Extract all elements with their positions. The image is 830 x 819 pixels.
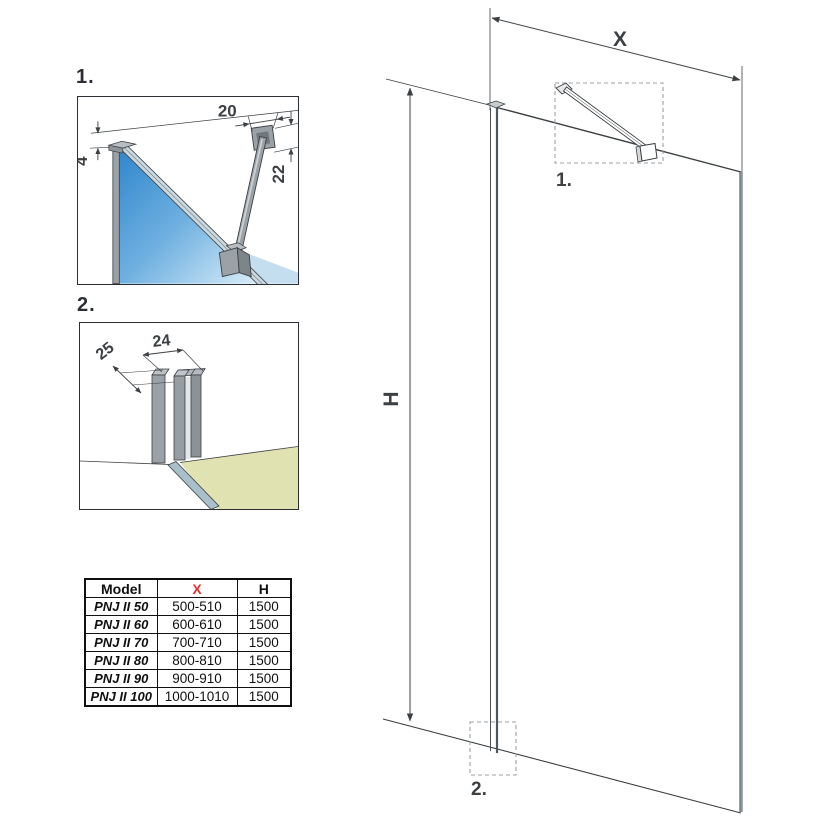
table-row: PNJ II 60 600-610 1500 <box>84 615 292 634</box>
cell-model: PNJ II 60 <box>84 615 158 634</box>
cell-x: 1000-1010 <box>156 687 238 707</box>
dim-24-ext-left <box>142 354 163 373</box>
cell-x: 900-910 <box>156 669 238 688</box>
profile-top-cap <box>486 100 506 109</box>
callout-1-label: 1. <box>556 170 572 191</box>
profile-b-right-plate <box>190 374 202 458</box>
header-model: Model <box>84 578 158 598</box>
detail-1-box: 4 20 22 <box>72 96 299 300</box>
detail-2-drawing: 24 25 <box>79 332 299 510</box>
dim-25-ref-bottom <box>131 381 175 386</box>
reference-line <box>90 110 299 134</box>
dim-22-ext-top <box>275 122 299 129</box>
cell-model: PNJ II 100 <box>84 687 158 707</box>
table-row: PNJ II 90 900-910 1500 <box>84 669 292 688</box>
x-dimension-label: X <box>613 28 627 51</box>
detail-1-drawing: 4 20 22 <box>72 101 299 300</box>
table-row: PNJ II 50 500-510 1500 <box>84 597 292 616</box>
table-row: PNJ II 70 700-710 1500 <box>84 633 292 652</box>
dim-22-text: 22 <box>269 165 288 184</box>
h-dimension-label: H <box>380 391 403 406</box>
dim-25-ref-top <box>119 369 164 374</box>
support-bar-wall-cap <box>555 82 573 95</box>
support-bar-inner-line <box>565 89 648 150</box>
dim-4-text: 4 <box>78 156 91 166</box>
callout-1-dashed-box <box>554 82 664 164</box>
dim-20-arrow-right <box>276 115 291 121</box>
glass-bracket <box>639 142 658 162</box>
cell-model: PNJ II 90 <box>84 669 158 688</box>
dim-22-ext-bottom <box>274 146 299 153</box>
table-row: PNJ II 100 1000-1010 1500 <box>84 687 292 707</box>
floor-edge-right <box>179 446 299 463</box>
glass-clamp-side <box>236 246 252 278</box>
glass-bottom-strip <box>167 461 220 510</box>
h-ext-line-top <box>385 78 498 108</box>
spec-table: Model X H PNJ II 50 500-510 1500 PNJ II … <box>84 578 292 707</box>
dim-25-line <box>112 365 142 394</box>
cell-h: 1500 <box>236 633 292 652</box>
detail-1-label: 1. <box>76 66 95 88</box>
callout-2-dashed-box <box>469 721 517 776</box>
detail-2-box: 24 25 <box>79 322 299 510</box>
wall-profile-cap-front <box>108 144 124 154</box>
dim-20-line <box>249 118 278 125</box>
glass-top-edge <box>496 106 742 173</box>
dim-20-arrow-left <box>235 122 250 128</box>
profile-b-left-plate <box>173 375 186 461</box>
dim-24-text: 24 <box>152 332 172 351</box>
cell-h: 1500 <box>236 669 292 688</box>
dim-24-ext-right <box>182 349 204 372</box>
cell-h: 1500 <box>236 687 292 707</box>
profile-b-slot <box>185 377 191 459</box>
dim-24-line <box>142 348 184 357</box>
x-dimension-line <box>491 16 741 82</box>
floor-line <box>382 718 742 814</box>
dim-20-ext-left <box>247 116 253 132</box>
support-bar-highlight <box>236 139 264 249</box>
dim-4-ext-line <box>89 146 110 149</box>
profile-a-front <box>151 374 166 464</box>
floor-edge-left <box>79 460 171 465</box>
dim-20-ext-right <box>272 112 279 129</box>
detail-2-label: 2. <box>77 294 96 316</box>
dim-20-text: 20 <box>218 101 237 120</box>
callout-2-label: 2. <box>471 779 487 800</box>
floor-khaki <box>180 446 298 509</box>
